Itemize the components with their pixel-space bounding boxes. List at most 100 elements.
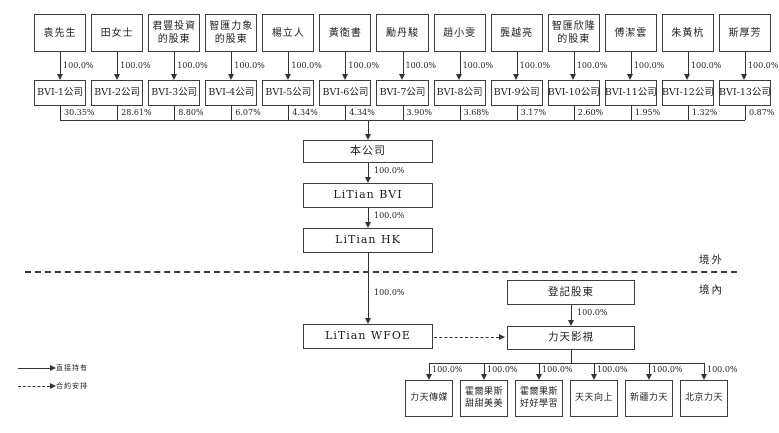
arrowhead-down-icon xyxy=(700,374,707,380)
connector-hk-wfoe: 100.0% xyxy=(365,253,405,324)
bvi-company-box: BVI-11公司 xyxy=(604,80,657,106)
shareholder-column: 袁先生 100.0% BVI-1公司 30.35% xyxy=(34,14,95,120)
connector-line xyxy=(573,106,575,120)
subsidiary-column: 100.0% 北京力天 xyxy=(680,363,738,417)
bvi-company-name: BVI-6公司 xyxy=(322,86,369,98)
ownership-arrow: 100.0% xyxy=(205,52,265,80)
stake-percent-label: 1.32% xyxy=(691,108,718,117)
legend-contractual-arrangement-label: 合約安排 xyxy=(56,382,88,390)
shareholder-column: 黃衛書 100.0% BVI-6公司 4.34% xyxy=(319,14,379,120)
subsidiary-columns: 100.0% 力天傳媒 100.0% 霍爾果斯 甜甜美美 xyxy=(405,363,738,417)
connector-line xyxy=(60,106,62,120)
stake-drop-line: 28.61% xyxy=(91,106,152,120)
litian-media-tv-label: 力天影視 xyxy=(548,331,594,344)
stake-drop-line: 1.95% xyxy=(605,106,661,120)
bvi-company-name: BVI-9公司 xyxy=(493,86,540,98)
registered-shareholders-box: 登記股東 xyxy=(507,280,635,305)
percent-label: 100.0% xyxy=(577,308,608,317)
ownership-percent-label: 100.0% xyxy=(747,61,779,70)
bvi-company-name: BVI-8公司 xyxy=(436,86,483,98)
shareholder-column: 智匯欣隆 的股東 100.0% BVI-10公司 2.60% xyxy=(547,14,607,120)
legend: 直接持有 合約安排 xyxy=(18,362,88,398)
percent-label: 100.0% xyxy=(374,288,405,297)
ownership-arrow: 100.0% xyxy=(148,52,208,80)
connector-company-bvi: 100.0% xyxy=(365,163,405,183)
percent-label: 100.0% xyxy=(374,211,405,220)
shareholder-name: 智匯力象 的股東 xyxy=(209,21,254,45)
connector-line xyxy=(368,163,369,178)
stake-drop-line: 1.32% xyxy=(662,106,718,120)
stake-drop-line: 2.60% xyxy=(548,106,603,120)
connector-line xyxy=(649,363,650,375)
arrowhead-down-icon xyxy=(684,74,691,80)
subsidiary-box: 天天向上 xyxy=(570,380,618,417)
shareholder-box: 田女士 xyxy=(91,14,144,52)
ownership-arrow: 100.0% xyxy=(405,363,463,380)
connector-line xyxy=(368,208,369,223)
ownership-arrow: 100.0% xyxy=(319,52,379,80)
bvi-company-name: BVI-3公司 xyxy=(151,86,198,98)
connector-line xyxy=(429,363,430,375)
ownership-percent-label: 100.0% xyxy=(633,61,665,70)
stake-drop-line: 0.87% xyxy=(719,106,775,120)
shareholder-name: 傅潔雲 xyxy=(614,27,648,39)
litian-hk-label: LiTian HK xyxy=(335,233,401,247)
stake-percent-label: 1.95% xyxy=(634,108,661,117)
connector-line xyxy=(484,363,485,375)
arrowhead-down-icon xyxy=(568,320,574,326)
dashed-arrow-icon xyxy=(18,383,56,389)
arrowhead-down-icon xyxy=(56,74,63,80)
shareholder-name: 智匯欣隆 的股東 xyxy=(551,21,596,45)
ownership-arrow: 100.0% xyxy=(491,52,550,80)
shareholder-name: 君豐投資 的股東 xyxy=(152,21,197,45)
subsidiary-name: 北京力天 xyxy=(684,392,723,403)
ownership-percent-label: 100.0% xyxy=(291,61,322,70)
connector-line xyxy=(402,106,404,120)
litian-bvi-label: LiTian BVI xyxy=(333,188,403,202)
ownership-arrow: 100.0% xyxy=(570,363,628,380)
connector-line xyxy=(117,106,119,120)
stake-percent-label: 0.87% xyxy=(748,108,775,117)
connector-line xyxy=(630,106,632,120)
shareholder-name: 黃衛書 xyxy=(328,27,362,39)
legend-contractual-arrangement: 合約安排 xyxy=(18,380,88,392)
stake-percent-label: 4.34% xyxy=(292,108,318,117)
shareholder-column: 君豐投資 的股東 100.0% BVI-3公司 8.80% xyxy=(148,14,208,120)
connector-line xyxy=(60,52,62,75)
bvi-company-box: BVI-2公司 xyxy=(91,80,144,106)
shareholder-box: 傅潔雲 xyxy=(604,14,657,52)
bvi-company-box: BVI-10公司 xyxy=(547,80,600,106)
arrowhead-down-icon xyxy=(456,74,463,80)
connector-line xyxy=(630,52,632,75)
arrowhead-down-icon xyxy=(627,74,634,80)
connector-line xyxy=(345,106,347,120)
shareholder-columns: 袁先生 100.0% BVI-1公司 30.35% 田女士 xyxy=(34,14,778,120)
ownership-percent-label: 100.0% xyxy=(690,61,722,70)
litian-wfoe-box: LiTian WFOE xyxy=(303,324,433,349)
connector-line xyxy=(516,106,518,120)
stake-percent-label: 6.07% xyxy=(235,108,261,117)
shareholder-box: 斯厚芳 xyxy=(718,14,772,52)
ownership-arrow: 100.0% xyxy=(680,363,738,380)
ownership-percent-label: 100.0% xyxy=(234,61,265,70)
ownership-percent-label: 100.0% xyxy=(652,365,683,374)
stake-percent-label: 28.61% xyxy=(121,108,152,117)
bvi-company-box: BVI-8公司 xyxy=(433,80,486,106)
shareholder-box: 袁先生 xyxy=(34,14,87,52)
shareholder-box: 龔越亮 xyxy=(490,14,543,52)
stake-percent-label: 3.17% xyxy=(520,108,547,117)
shareholder-box: 朱黃杭 xyxy=(661,14,714,52)
shareholder-name: 朱黃杭 xyxy=(671,27,705,39)
arrowhead-down-icon xyxy=(341,74,348,80)
arrowhead-down-icon xyxy=(480,374,487,380)
shareholder-name: 楊立人 xyxy=(271,27,305,39)
ownership-percent-label: 100.0% xyxy=(405,61,437,70)
bvi-company-name: BVI-2公司 xyxy=(94,86,141,98)
ownership-arrow: 100.0% xyxy=(605,52,664,80)
subsidiary-box: 霍爾果斯 好好學習 xyxy=(515,380,563,417)
ownership-arrow: 100.0% xyxy=(376,52,436,80)
subsidiary-box: 新疆力天 xyxy=(625,380,673,417)
connector-line xyxy=(288,106,290,120)
connector-line xyxy=(288,52,290,75)
